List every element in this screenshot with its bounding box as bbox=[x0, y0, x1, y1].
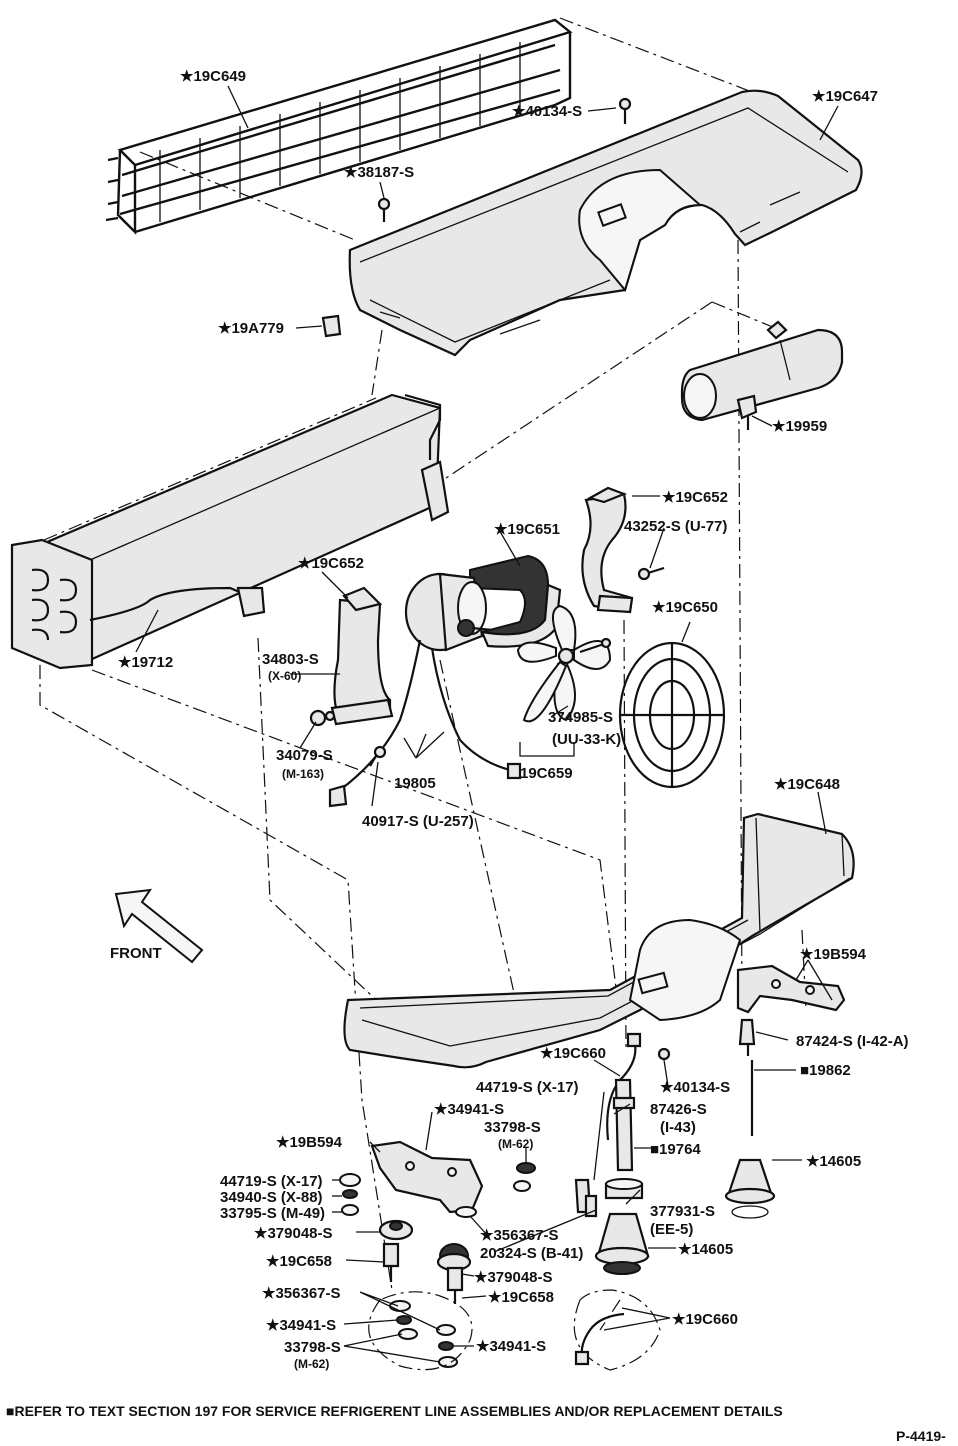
stud-19c658-mid bbox=[446, 1266, 464, 1304]
label-19b594-right: ★19B594 bbox=[800, 946, 867, 963]
label-19862: ■19862 bbox=[800, 1062, 851, 1079]
screw-43252 bbox=[637, 566, 665, 581]
blower-motor-19805 bbox=[328, 572, 522, 808]
label-19c650: ★19C650 bbox=[652, 599, 718, 616]
label-19c658-mid: ★19C658 bbox=[488, 1289, 554, 1306]
hardware-group-outlines bbox=[368, 1289, 661, 1371]
blower-housing-19c651 bbox=[469, 554, 562, 648]
nut-34079 bbox=[309, 709, 336, 727]
washer-stack-33798-mid bbox=[513, 1162, 536, 1192]
label-44719-left: 44719-S (X-17) bbox=[220, 1173, 323, 1190]
label-19c648: ★19C648 bbox=[774, 776, 840, 793]
evaporator-core-19712 bbox=[10, 393, 450, 670]
washer-stack-left bbox=[339, 1173, 361, 1216]
leader-lines bbox=[135, 85, 839, 1363]
tube-19c660-bottom bbox=[574, 1312, 625, 1366]
screw-40917 bbox=[369, 745, 387, 767]
grommet-14605-mid bbox=[594, 1212, 650, 1275]
mounting-strap-left-19c652 bbox=[330, 586, 394, 726]
washer-stack-bottom bbox=[389, 1300, 458, 1368]
label-19c649: ★19C649 bbox=[180, 68, 246, 85]
label-34803-sub: (X-60) bbox=[268, 669, 301, 683]
label-19c652-right: ★19C652 bbox=[662, 489, 728, 506]
footer-note: ■REFER TO TEXT SECTION 197 FOR SERVICE R… bbox=[6, 1403, 783, 1419]
label-34803: 34803-S bbox=[262, 651, 319, 668]
label-33798-mid: 33798-S bbox=[484, 1119, 541, 1136]
label-20324: 20324-S (B-41) bbox=[480, 1245, 583, 1262]
footer-code: P-4419- bbox=[896, 1428, 946, 1444]
fan-19c659 bbox=[516, 604, 612, 723]
label-14605-mid: ★14605 bbox=[678, 1241, 733, 1258]
grommet-379048-mid bbox=[436, 1243, 472, 1272]
grille-19c649 bbox=[105, 18, 573, 235]
label-19c652-left: ★19C652 bbox=[298, 555, 364, 572]
label-19805: 19805 bbox=[394, 775, 436, 792]
label-19c658-left: ★19C658 bbox=[266, 1253, 332, 1270]
stud-19c658-left bbox=[382, 1242, 400, 1282]
label-19764: ■19764 bbox=[650, 1141, 701, 1158]
label-33798-left: 33798-S bbox=[284, 1339, 341, 1356]
label-87426-sub: (I-43) bbox=[660, 1119, 696, 1136]
fitting-87424 bbox=[738, 1018, 756, 1056]
label-34941-left: ★34941-S bbox=[266, 1317, 336, 1334]
label-34940: 34940-S (X-88) bbox=[220, 1189, 323, 1206]
top-cover-19c647 bbox=[348, 89, 863, 357]
label-374985-sub: (UU-33-K) bbox=[552, 731, 621, 748]
label-19c660-bottom: ★19C660 bbox=[672, 1311, 738, 1328]
label-43252: 43252-S (U-77) bbox=[624, 518, 727, 535]
tube-19764 bbox=[612, 1078, 636, 1172]
washer-356367-mid bbox=[455, 1206, 477, 1218]
label-19712: ★19712 bbox=[118, 654, 173, 671]
grommet-14605-right bbox=[724, 1158, 776, 1219]
label-34079-sub: (M-163) bbox=[282, 767, 324, 781]
label-379048-left: ★379048-S bbox=[254, 1225, 333, 1242]
label-379048-mid: ★379048-S bbox=[474, 1269, 553, 1286]
label-19c659: 19C659 bbox=[520, 765, 573, 782]
receiver-drier-19959 bbox=[680, 320, 844, 430]
label-34941-right: ★34941-S bbox=[476, 1338, 546, 1355]
label-40134-top: ★40134-S bbox=[512, 103, 582, 120]
label-38187: ★38187-S bbox=[344, 164, 414, 181]
label-19c651: ★19C651 bbox=[494, 521, 560, 538]
label-33795: 33795-S (M-49) bbox=[220, 1205, 325, 1222]
label-33798-mid-sub: (M-62) bbox=[498, 1137, 533, 1151]
front-arrow bbox=[114, 888, 204, 964]
callout-labels: ★19C649 ★40134-S ★19C647 ★38187-S ★19A77… bbox=[110, 68, 909, 1371]
screw-40134-top bbox=[618, 97, 632, 124]
label-356367-mid: ★356367-S bbox=[480, 1227, 559, 1244]
screw-38187 bbox=[377, 197, 391, 222]
bracket-left-19b594 bbox=[370, 1140, 484, 1214]
label-19b594-left: ★19B594 bbox=[276, 1134, 343, 1151]
mounting-strap-right-19c652 bbox=[581, 486, 634, 614]
nut-377931 bbox=[604, 1178, 644, 1200]
clip-19a779 bbox=[321, 314, 342, 338]
screw-40134-bottom bbox=[657, 1047, 671, 1061]
label-19c660-mid: ★19C660 bbox=[540, 1045, 606, 1062]
label-front: FRONT bbox=[110, 945, 162, 962]
label-19959: ★19959 bbox=[772, 418, 827, 435]
label-14605-right: ★14605 bbox=[806, 1153, 861, 1170]
label-40917: 40917-S (U-257) bbox=[362, 813, 474, 830]
label-19c647: ★19C647 bbox=[812, 88, 878, 105]
label-19a779: ★19A779 bbox=[218, 320, 284, 337]
label-33798-left-sub: (M-62) bbox=[294, 1357, 329, 1371]
label-40134-bottom: ★40134-S bbox=[660, 1079, 730, 1096]
label-87426: 87426-S bbox=[650, 1101, 707, 1118]
bracket-right-19b594 bbox=[736, 964, 846, 1014]
fan-guard-19c650 bbox=[618, 641, 726, 789]
label-356367-left: ★356367-S bbox=[262, 1285, 341, 1302]
label-377931: 377931-S bbox=[650, 1203, 715, 1220]
label-34941-top: ★34941-S bbox=[434, 1101, 504, 1118]
grommet-379048-left bbox=[378, 1219, 414, 1241]
label-87424: 87424-S (I-42-A) bbox=[796, 1033, 909, 1050]
label-377931-sub: (EE-5) bbox=[650, 1221, 693, 1238]
drain-pan-19c648 bbox=[343, 812, 855, 1069]
label-34079: 34079-S bbox=[276, 747, 333, 764]
label-374985: 374985-S bbox=[548, 709, 613, 726]
label-44719-mid: 44719-S (X-17) bbox=[476, 1079, 579, 1096]
